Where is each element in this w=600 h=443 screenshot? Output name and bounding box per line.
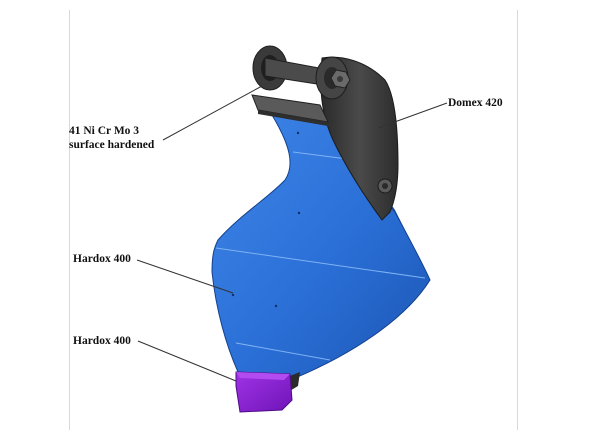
frame-left-line	[69, 10, 70, 430]
leader-bracket	[377, 102, 448, 129]
blade-dot-1	[297, 211, 301, 215]
blade-dot-4	[296, 131, 300, 135]
side-bolt-center	[382, 183, 388, 189]
blade-seam-3	[235, 342, 331, 361]
blade-seam-2	[215, 247, 426, 279]
frame-right-line	[517, 10, 518, 430]
callout-tip-line-1: Hardox 400	[73, 335, 131, 347]
callout-bracket-line-1: Domex 420	[448, 97, 503, 109]
bracket-side-plate	[320, 56, 399, 221]
leader-tip	[137, 340, 237, 382]
callout-body-line-1: Hardox 400	[73, 253, 131, 265]
leader-body	[136, 259, 234, 294]
callout-tip-label: Hardox 400	[73, 334, 131, 348]
blade-dot-3	[231, 293, 235, 297]
blade-dot-2	[274, 304, 278, 308]
callout-bracket-label: Domex 420	[448, 96, 503, 110]
callout-pin-line-2: surface hardened	[69, 139, 155, 151]
hex-nut-top-center	[337, 76, 343, 82]
leader-pin	[162, 85, 263, 141]
bracket-base-front	[258, 110, 328, 126]
callout-pin-line-1: 41 Ni Cr Mo 3	[69, 125, 140, 137]
callout-body-label: Hardox 400	[73, 252, 131, 266]
tip-block-top	[236, 372, 290, 380]
callout-pin-label: 41 Ni Cr Mo 3 surface hardened	[69, 124, 154, 152]
